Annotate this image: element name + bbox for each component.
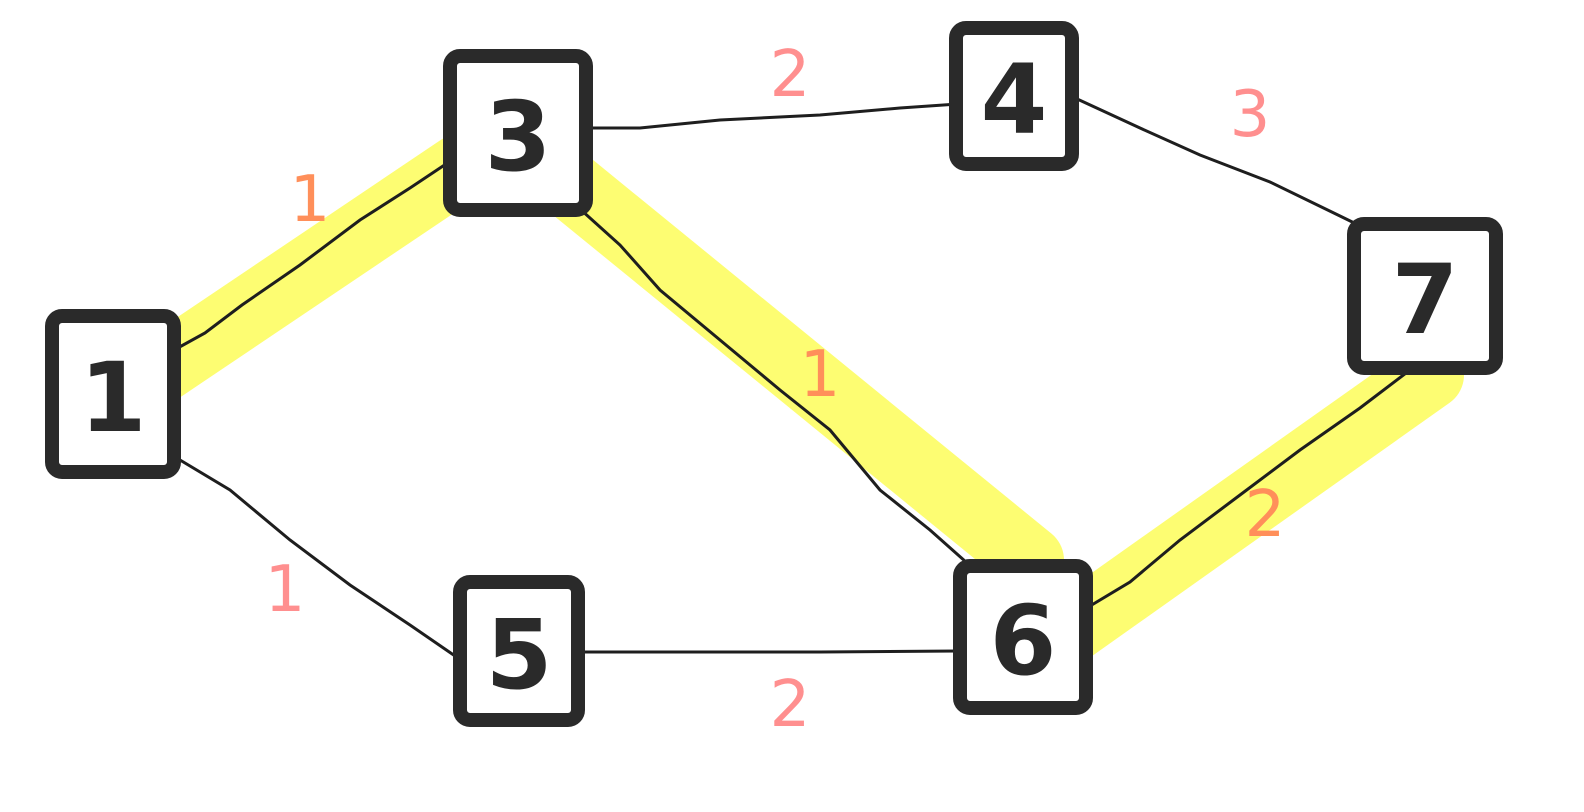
node-7: 7: [1347, 217, 1503, 375]
node-label-1: 1: [80, 342, 147, 454]
node-label-6: 6: [990, 585, 1057, 697]
edge-3-6: [568, 198, 977, 572]
node-label-3: 3: [485, 81, 552, 193]
node-box-5: [453, 575, 585, 727]
node-box-4: [949, 21, 1079, 171]
node-box-3: [443, 49, 593, 217]
node-5: 5: [453, 575, 585, 727]
node-1: 1: [45, 309, 181, 479]
edge-4-7: [1073, 96, 1387, 240]
node-6: 6: [953, 559, 1093, 715]
node-4: 4: [949, 21, 1079, 171]
edge-weight-1-3: 1: [290, 163, 331, 237]
edge-weight-3-4: 2: [770, 38, 811, 112]
node-3: 3: [443, 49, 593, 217]
node-box-6: [953, 559, 1093, 715]
node-box-1: [45, 309, 181, 479]
edge-weight-3-6: 1: [800, 338, 841, 412]
node-box-7: [1347, 217, 1503, 375]
edge-weight-1-5: 1: [265, 553, 306, 627]
graph-edges: [163, 96, 1412, 660]
highlight-1-3: [111, 134, 494, 414]
edge-6-7: [1078, 368, 1412, 614]
edge-1-5: [178, 458, 460, 660]
edge-weight-4-7: 3: [1230, 78, 1271, 152]
edge-weight-5-6: 2: [770, 668, 811, 742]
edge-5-6: [578, 649, 960, 654]
highlight-6-7: [1036, 341, 1464, 664]
node-label-7: 7: [1392, 244, 1459, 356]
node-label-5: 5: [486, 599, 553, 711]
edge-1-3: [163, 156, 457, 357]
highlighted-path: [111, 134, 1464, 664]
edge-weight-6-7: 2: [1245, 478, 1286, 552]
node-label-4: 4: [981, 44, 1048, 156]
highlight-3-6: [536, 151, 1064, 594]
graph-nodes: 1 3 4 7 5 6: [45, 21, 1503, 727]
edge-3-4: [586, 102, 960, 130]
edge-weights: 1 2 3 1 1 2 2: [265, 38, 1286, 742]
